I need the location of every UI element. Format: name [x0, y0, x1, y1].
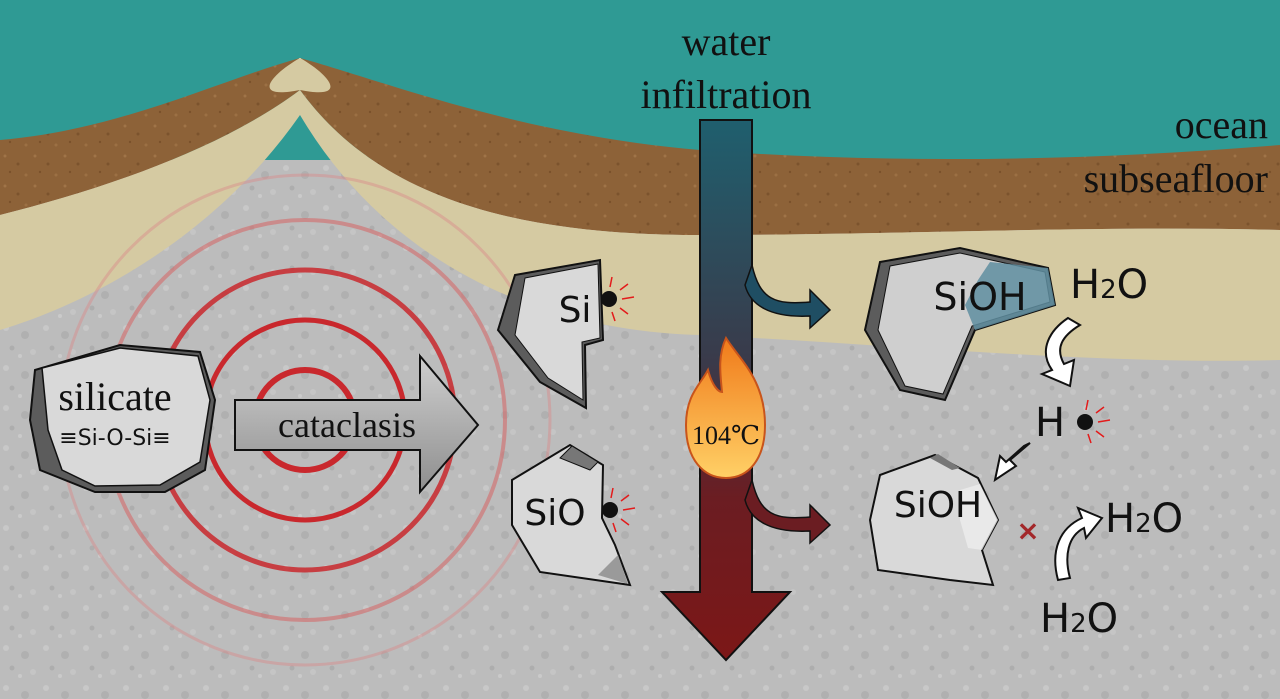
curved-arrow-down	[1039, 316, 1082, 388]
unpaired-electron-icon	[1077, 399, 1111, 444]
cataclasis-arrow	[234, 353, 480, 495]
flame-icon	[684, 335, 767, 480]
h2o-right-label: H2O	[1105, 496, 1183, 542]
sediment-layer	[0, 58, 1280, 235]
sioh-top-label: SiOH	[933, 275, 1026, 319]
branch-arrow-cool	[744, 262, 832, 330]
h2o-top-label: H2O	[1070, 262, 1148, 308]
temperature-label: 104℃	[692, 421, 760, 450]
sioh-fragment-top	[863, 246, 1057, 402]
h-radical-label: H	[1035, 400, 1065, 446]
silicate-label: silicate	[58, 374, 171, 419]
sio-fragment	[511, 443, 632, 587]
unpaired-electron-icon	[602, 487, 636, 533]
unpaired-electron-icon	[601, 276, 635, 322]
curved-arrow-up	[1054, 506, 1104, 582]
subseafloor-label: subseafloor	[1084, 156, 1268, 201]
sio-radical-label: SiO	[524, 493, 585, 534]
silicate-formula: ≡Si-O-Si≡	[59, 426, 170, 451]
cataclasis-label: cataclasis	[278, 405, 416, 445]
ocean-label: ocean	[1175, 102, 1268, 147]
si-fragment	[496, 258, 605, 410]
sioh-bottom-label: SiOH	[894, 485, 982, 526]
sioh-fragment-bottom	[868, 453, 1000, 587]
si-radical-label: Si	[559, 290, 592, 331]
branch-arrow-hot	[744, 477, 832, 545]
blocked-reaction-mark: ×	[1016, 514, 1039, 547]
water-infiltration-label-line2: infiltration	[640, 72, 811, 117]
water-infiltration-label-line1: water	[682, 19, 771, 64]
silicate-rock	[28, 343, 217, 493]
arrow-h-to-sioh	[993, 442, 1031, 483]
h2o-bottom-label: H2O	[1040, 596, 1118, 642]
